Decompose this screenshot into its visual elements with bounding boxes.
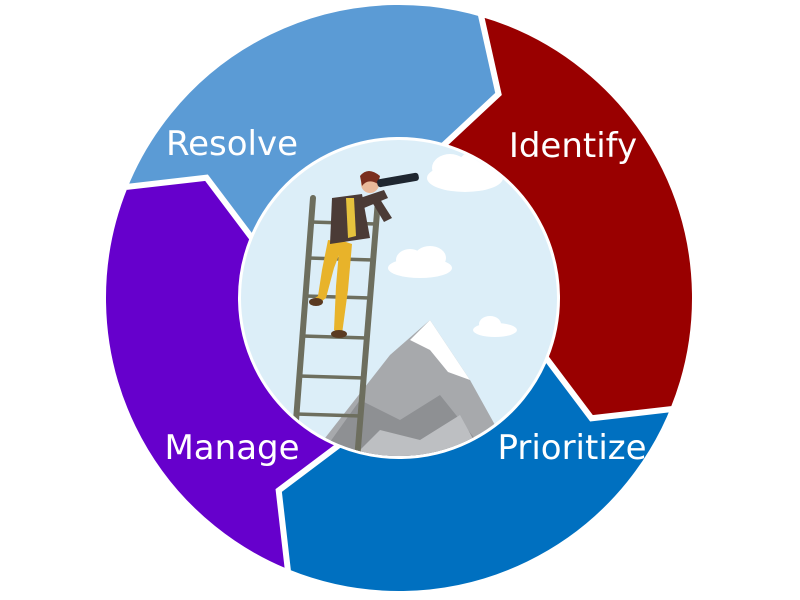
cycle-segments [100, 0, 698, 597]
segment-labels: Resolve Identify Manage Prioritize [164, 124, 646, 468]
label-identify: Identify [509, 126, 637, 166]
person-with-telescope-icon [309, 171, 419, 338]
cloud-icon [473, 316, 517, 337]
label-prioritize: Prioritize [497, 428, 646, 468]
label-manage: Manage [164, 428, 299, 468]
label-resolve: Resolve [166, 124, 298, 164]
cloud-icon [388, 246, 452, 278]
center-illustration [241, 140, 557, 456]
cloud-icon [427, 150, 503, 192]
